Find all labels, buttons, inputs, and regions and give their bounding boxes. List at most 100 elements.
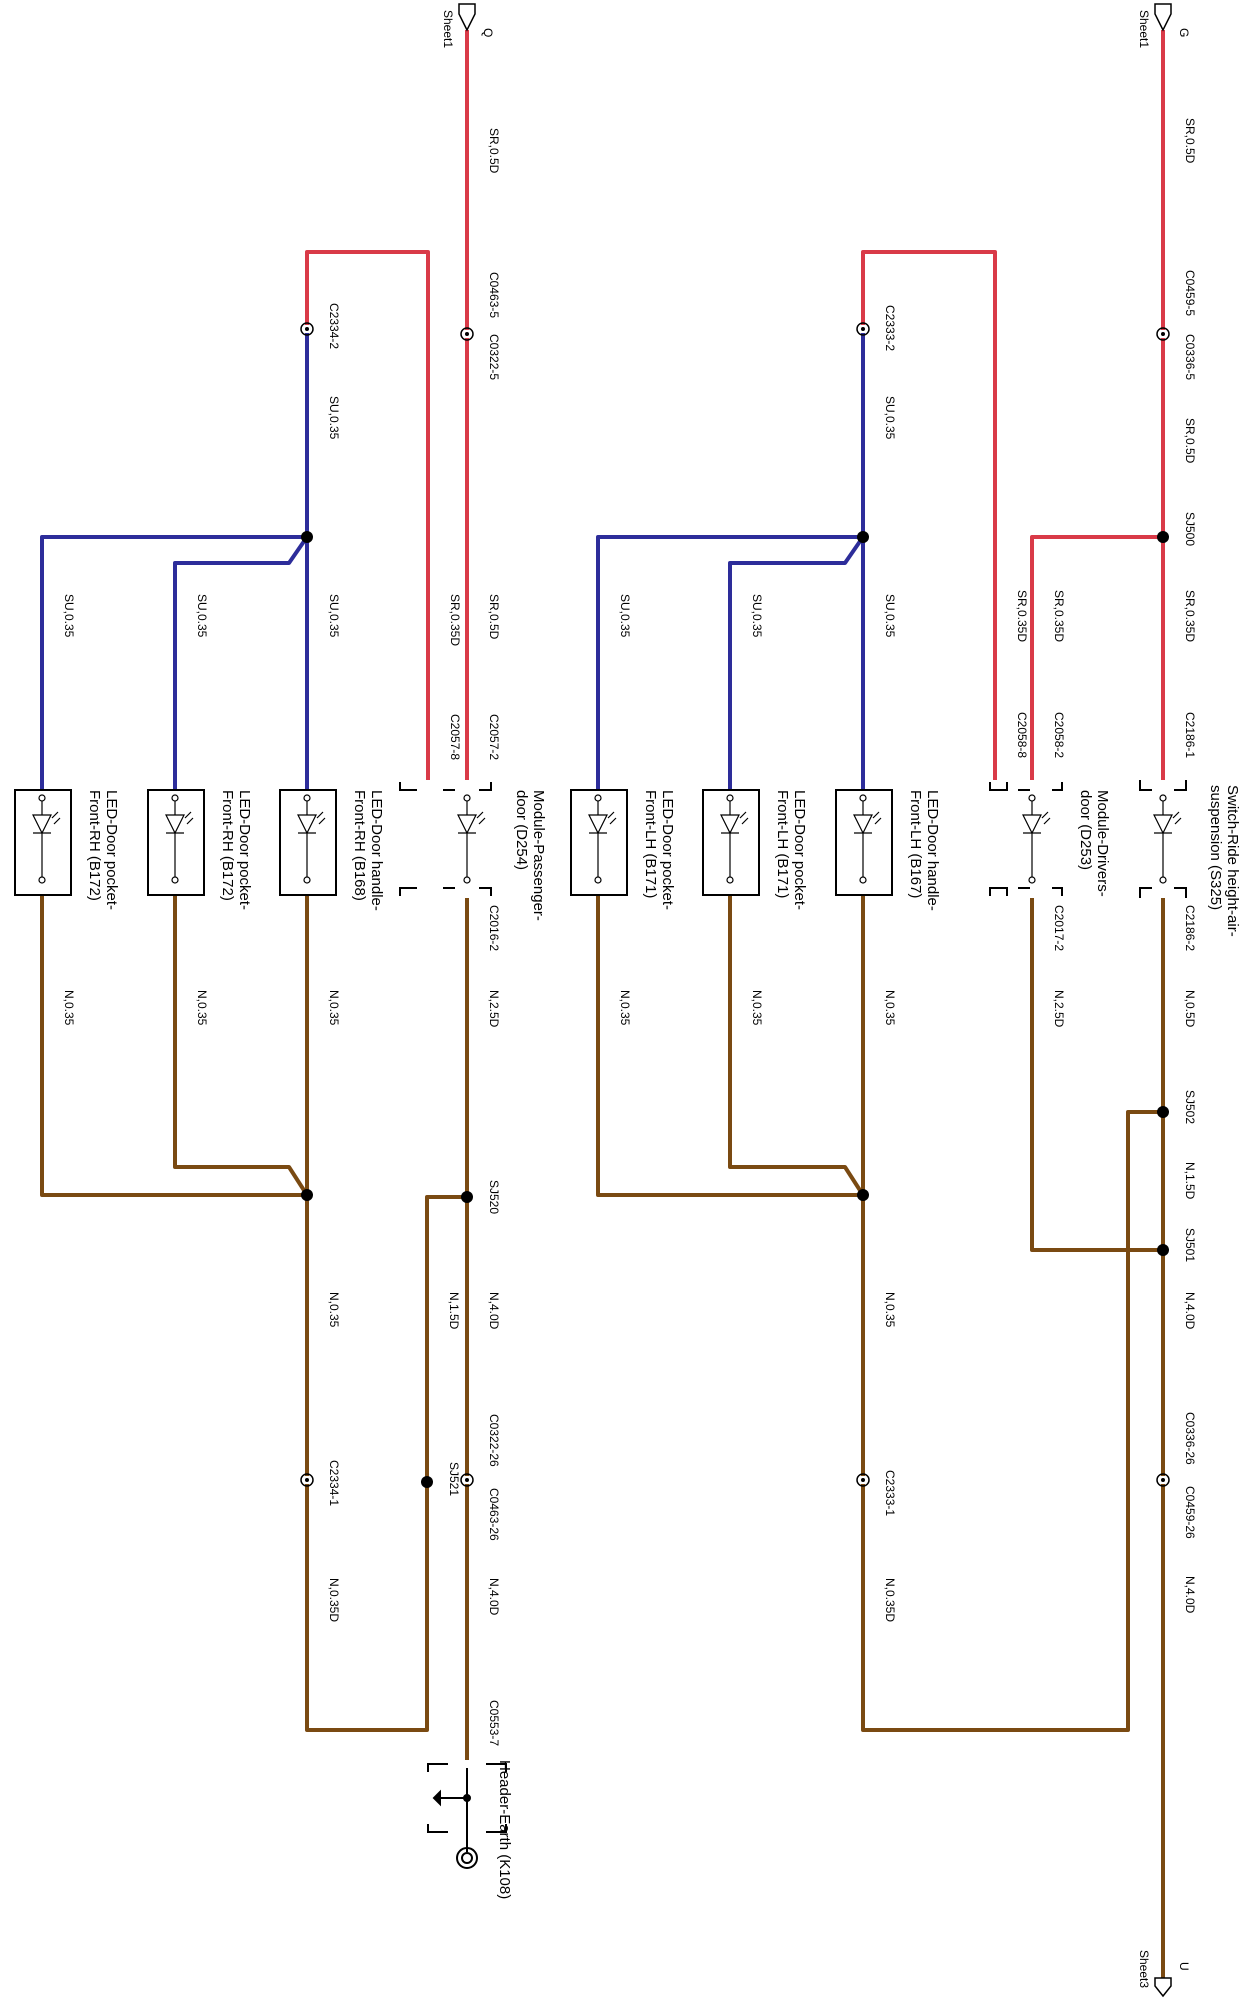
label-l-n035-a: N,0.35: [327, 990, 341, 1026]
label-r-n035-c: N,0.35: [618, 990, 632, 1026]
splice-sj521: [421, 1476, 433, 1488]
led-pocket-rh-a-label: LED-Door pocket- Front-RH (B172): [86, 790, 120, 914]
label-l-sj520: SJ520: [487, 1180, 501, 1214]
diagram-labels: Q Sheet1 G Sheet1 U Sheet3 SR,0.5D C0459…: [62, 10, 1241, 1988]
wire-brown-pocket-b[interactable]: [728, 895, 865, 1197]
module-passenger-door-component[interactable]: [399, 782, 492, 896]
wire-brown-pocket-rh-b[interactable]: [173, 895, 309, 1197]
module-drivers-door-component[interactable]: [989, 782, 1063, 896]
label-l-n40d-b: N,4.0D: [487, 1578, 501, 1616]
label-r-c2017-2: C2017-2: [1052, 905, 1066, 951]
label-l-n035-c: N,0.35: [62, 990, 76, 1026]
label-r-sr035d-c2058: SR,0.35D: [1015, 590, 1029, 642]
wire-red-sj500-branch[interactable]: [1030, 535, 1163, 780]
header-earth-component[interactable]: [427, 1763, 507, 1852]
label-r-n035-b: N,0.35: [750, 990, 764, 1026]
label-l-su035-c: SU,0.35: [62, 594, 76, 638]
label-r-n035-mid: N,0.35: [883, 1292, 897, 1328]
port-letter-right-top: G: [1177, 28, 1191, 37]
wire-blue-pocket-rh-a[interactable]: [40, 535, 307, 790]
connector-c2333-2: [856, 322, 870, 336]
wire-blue-pocket-b[interactable]: [728, 535, 865, 790]
label-r-su035-c: SU,0.35: [618, 594, 632, 638]
label-l-n15d: N,1.5D: [447, 1292, 461, 1330]
label-r-c0336-5: C0336-5: [1183, 334, 1197, 380]
label-l-c2334-1: C2334-1: [327, 1460, 341, 1506]
header-earth-label: Header-Earth (K108): [496, 1760, 513, 1899]
label-r-n40d-a: N,4.0D: [1183, 1292, 1197, 1330]
led-handle-lh-icon: [853, 794, 882, 884]
splice-sj500: [1157, 531, 1169, 543]
label-l-sr05d-mid: SR,0.5D: [487, 594, 501, 640]
splice-brown-left: [301, 1189, 313, 1201]
port-letter-left-top: Q: [481, 28, 495, 37]
circuit-passenger-door: [14, 30, 507, 1869]
label-l-su035-top: SU,0.35: [327, 396, 341, 440]
label-r-n035-a: N,0.35: [883, 990, 897, 1026]
label-r-n40d-b: N,4.0D: [1183, 1576, 1197, 1614]
wire-brown-sj520-return[interactable]: [305, 1195, 467, 1732]
port-letter-right-bottom: U: [1177, 1962, 1191, 1971]
led-box-door-pocket-lh-b[interactable]: [702, 789, 760, 896]
led-pocket-rh-a-icon: [32, 794, 61, 884]
label-l-n035-mid: N,0.35: [327, 1292, 341, 1328]
label-l-sr05d-top: SR,0.5D: [487, 128, 501, 174]
label-r-c2186-1: C2186-1: [1183, 712, 1197, 758]
label-r-c0336-26: C0336-26: [1183, 1412, 1197, 1465]
wire-blue-pocket-a[interactable]: [596, 535, 863, 790]
port-sheet-right-top: Sheet1: [1137, 10, 1151, 48]
connector-c2334-2: [300, 322, 314, 336]
port-arrow-left-top[interactable]: [458, 3, 476, 32]
wire-brown-handle-lh[interactable]: [861, 895, 1163, 1732]
wire-brown-pocket-a[interactable]: [596, 895, 863, 1197]
wire-blue-pocket-rh-b[interactable]: [173, 535, 309, 790]
label-l-c0553-7: C0553-7: [487, 1700, 501, 1746]
label-l-c2057-2: C2057-2: [487, 714, 501, 760]
led-box-door-pocket-rh-b[interactable]: [147, 789, 205, 896]
led-box-door-handle-lh[interactable]: [835, 789, 893, 896]
led-module-d253-icon: [1022, 794, 1051, 884]
label-r-c2058-2: C2058-2: [1052, 712, 1066, 758]
label-l-c0322-26: C0322-26: [487, 1414, 501, 1467]
port-arrow-right-top[interactable]: [1154, 3, 1172, 32]
label-r-sj500: SJ500: [1183, 512, 1197, 546]
label-l-c0322-5: C0322-5: [487, 334, 501, 380]
label-r-c2333-2: C2333-2: [883, 305, 897, 351]
led-switch-s325-icon: [1153, 794, 1182, 884]
wire-brown-d253-return[interactable]: [1030, 898, 1163, 1252]
led-box-door-pocket-rh-a[interactable]: [14, 789, 72, 896]
led-pocket-lh-a-label: LED-Door pocket- Front-LH (B171): [642, 790, 676, 914]
port-arrow-right-bottom[interactable]: [1154, 1977, 1172, 1998]
label-r-c2058-8: C2058-8: [1015, 712, 1029, 758]
label-l-c2057-8: C2057-8: [448, 714, 462, 760]
label-l-c0463-26: C0463-26: [487, 1488, 501, 1541]
connector-c2333-1: [856, 1473, 870, 1487]
label-r-sr05d-mid: SR,0.5D: [1183, 418, 1197, 464]
label-l-n25d: N,2.5D: [487, 990, 501, 1028]
wire-brown-pocket-rh-a[interactable]: [40, 895, 307, 1197]
splice-sj520: [461, 1191, 473, 1203]
module-passenger-door-label: Module-Passenger- door (D254): [513, 790, 547, 925]
label-r-sr035d-d253: SR,0.35D: [1052, 590, 1066, 642]
label-r-sj502: SJ502: [1183, 1090, 1197, 1124]
led-box-door-pocket-lh-a[interactable]: [570, 789, 628, 896]
connector-c0463-c0322: [460, 327, 474, 341]
connector-c2334-1: [300, 1473, 314, 1487]
label-r-n15d: N,1.5D: [1183, 1162, 1197, 1200]
label-l-n035d: N,0.35D: [327, 1578, 341, 1622]
label-l-su035-a: SU,0.35: [327, 594, 341, 638]
wire-red-c2334-loop[interactable]: [305, 250, 430, 780]
led-handle-rh-icon: [297, 794, 326, 884]
led-symbols: [32, 794, 1182, 884]
led-box-door-handle-rh[interactable]: [279, 789, 337, 896]
label-r-sr05d-top: SR,0.5D: [1183, 118, 1197, 164]
switch-ride-height-component[interactable]: [1139, 780, 1187, 898]
port-sheet-left-top: Sheet1: [441, 10, 455, 48]
label-r-c2333-1: C2333-1: [883, 1470, 897, 1516]
label-r-su035-top: SU,0.35: [883, 396, 897, 440]
connector-c0322-26: [460, 1473, 474, 1487]
wire-red-c2333-loop[interactable]: [861, 250, 997, 780]
label-r-n05d: N,0.5D: [1183, 990, 1197, 1028]
splice-blue-left: [301, 531, 313, 543]
